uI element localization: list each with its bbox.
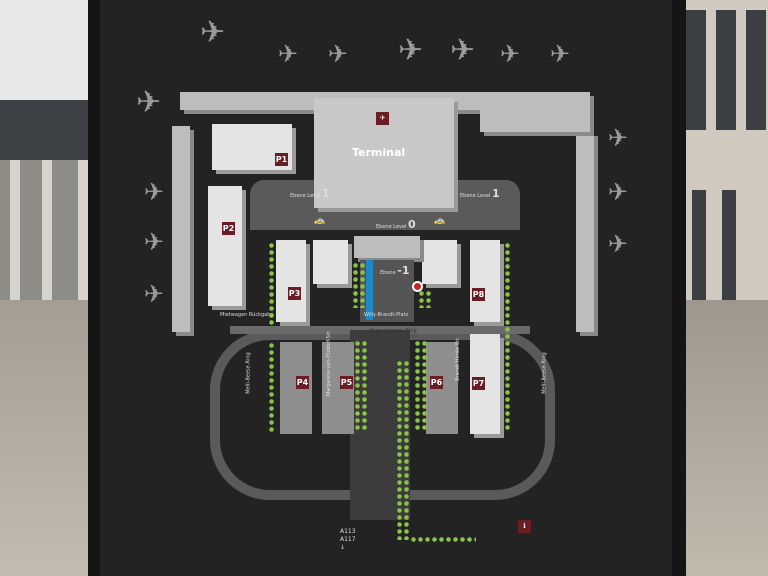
building-p3 — [276, 240, 306, 322]
street-mid-right-label: Brandt-Herda-Str. — [454, 337, 461, 381]
parking-badge: P5 — [340, 376, 353, 389]
ring-road-label: Hugo-Junkers-Ring — [370, 328, 417, 334]
airplane-icon: ✈ — [144, 228, 165, 256]
tree-row — [414, 340, 428, 432]
left-pavement — [0, 300, 95, 576]
tree-row — [410, 536, 476, 543]
you-are-here-marker — [412, 281, 423, 292]
pier-east-link — [480, 110, 590, 132]
station-building — [354, 236, 420, 258]
taxi-bus-icon: 🚕 — [314, 216, 326, 226]
tree-row — [354, 340, 368, 432]
airplane-icon: ✈ — [450, 33, 476, 68]
tree-row — [268, 242, 275, 326]
airplane-icon: ✈ — [200, 15, 226, 50]
tree-row — [396, 360, 410, 540]
right-building — [682, 0, 768, 300]
right-pavement — [682, 300, 768, 576]
airplane-icon: ✈ — [608, 178, 629, 206]
street-mid-left-label: Margarete-von-Etzdorf-Str. — [325, 330, 332, 396]
rental-return-label: Mietwagen Rückgabe — [220, 312, 274, 318]
building-p2 — [208, 186, 242, 306]
rail-line — [366, 260, 373, 320]
parking-badge: P3 — [288, 287, 301, 300]
plaza-label: Willy-Brandt-Platz — [364, 312, 409, 318]
parking-badge: P6 — [430, 376, 443, 389]
airplane-icon: ✈ — [278, 40, 299, 68]
airport-map-sign: ✈ ✈ ✈ ✈ ✈ ✈ ✈ ✈ ✈ ✈ ✈ ✈ ✈ ✈ Terminal ✈ E… — [100, 0, 672, 576]
parking-badge: P4 — [296, 376, 309, 389]
airplane-icon: ✈ — [500, 40, 521, 68]
airport-icon: ✈ — [376, 112, 389, 125]
info-icon: ℹ — [518, 520, 531, 533]
tree-row — [352, 262, 366, 308]
tree-row — [418, 290, 432, 308]
left-terminal-building — [0, 100, 95, 400]
building-p8 — [470, 240, 500, 322]
airplane-icon: ✈ — [144, 178, 165, 206]
parking-badge: P8 — [472, 288, 485, 301]
terminal-label: Terminal — [352, 146, 406, 159]
parking-badge: P1 — [275, 153, 288, 166]
airplane-icon: ✈ — [608, 124, 629, 152]
hotel-building — [313, 240, 348, 284]
level-label-left: Ebene Level 1 — [290, 187, 330, 200]
tree-row — [268, 342, 275, 432]
pier-east — [576, 132, 594, 332]
side-road-right-label: Melli-Beese-Ring — [541, 352, 548, 394]
level-label-right: Ebene Level 1 — [460, 187, 500, 200]
airplane-icon: ✈ — [398, 33, 424, 68]
airplane-icon: ✈ — [608, 230, 629, 258]
tree-row — [504, 242, 511, 432]
parking-badge: P7 — [472, 377, 485, 390]
parking-badge: P2 — [222, 222, 235, 235]
level-label-lower: Ebene -1 — [380, 264, 410, 277]
taxi-bus-icon: 🚕 — [434, 216, 446, 226]
side-road-left-label: Melli-Beese-Ring — [245, 352, 252, 394]
hotel-building — [422, 240, 457, 284]
airplane-icon: ✈ — [136, 85, 162, 120]
airplane-icon: ✈ — [550, 40, 571, 68]
airplane-icon: ✈ — [144, 280, 165, 308]
level-label-ground: Ebene Level 0 — [376, 218, 416, 231]
pier-west — [172, 126, 190, 332]
sky — [0, 0, 95, 100]
airplane-icon: ✈ — [328, 40, 349, 68]
